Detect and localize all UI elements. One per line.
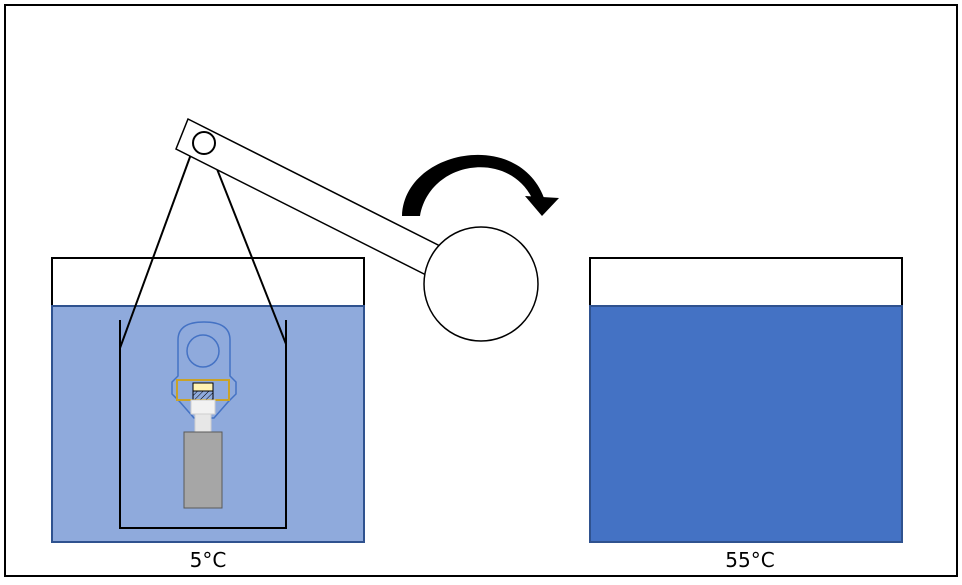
probe-stem [194,413,212,433]
probe-body [183,431,223,509]
arm-hub [423,226,539,342]
basket-outline [119,320,287,529]
specimen-basket [119,320,287,529]
probe-cap [192,382,214,392]
specimen-probe [171,321,237,509]
hot-bath [589,257,903,543]
probe-neck [190,399,216,415]
probe-hatched-element [192,390,214,401]
cold-bath-temperature: 5°C [189,548,227,572]
hot-bath-temperature: 55°C [725,548,775,572]
arm-pivot [192,131,216,155]
probe-eyelet [186,334,220,368]
wire-left-outer [119,145,195,349]
cold-bath-rim [51,257,365,307]
curved-arrow-clockwise-icon [402,154,559,216]
swing-arm [175,117,539,342]
hot-bath-water [589,305,903,543]
hot-bath-rim [589,257,903,307]
